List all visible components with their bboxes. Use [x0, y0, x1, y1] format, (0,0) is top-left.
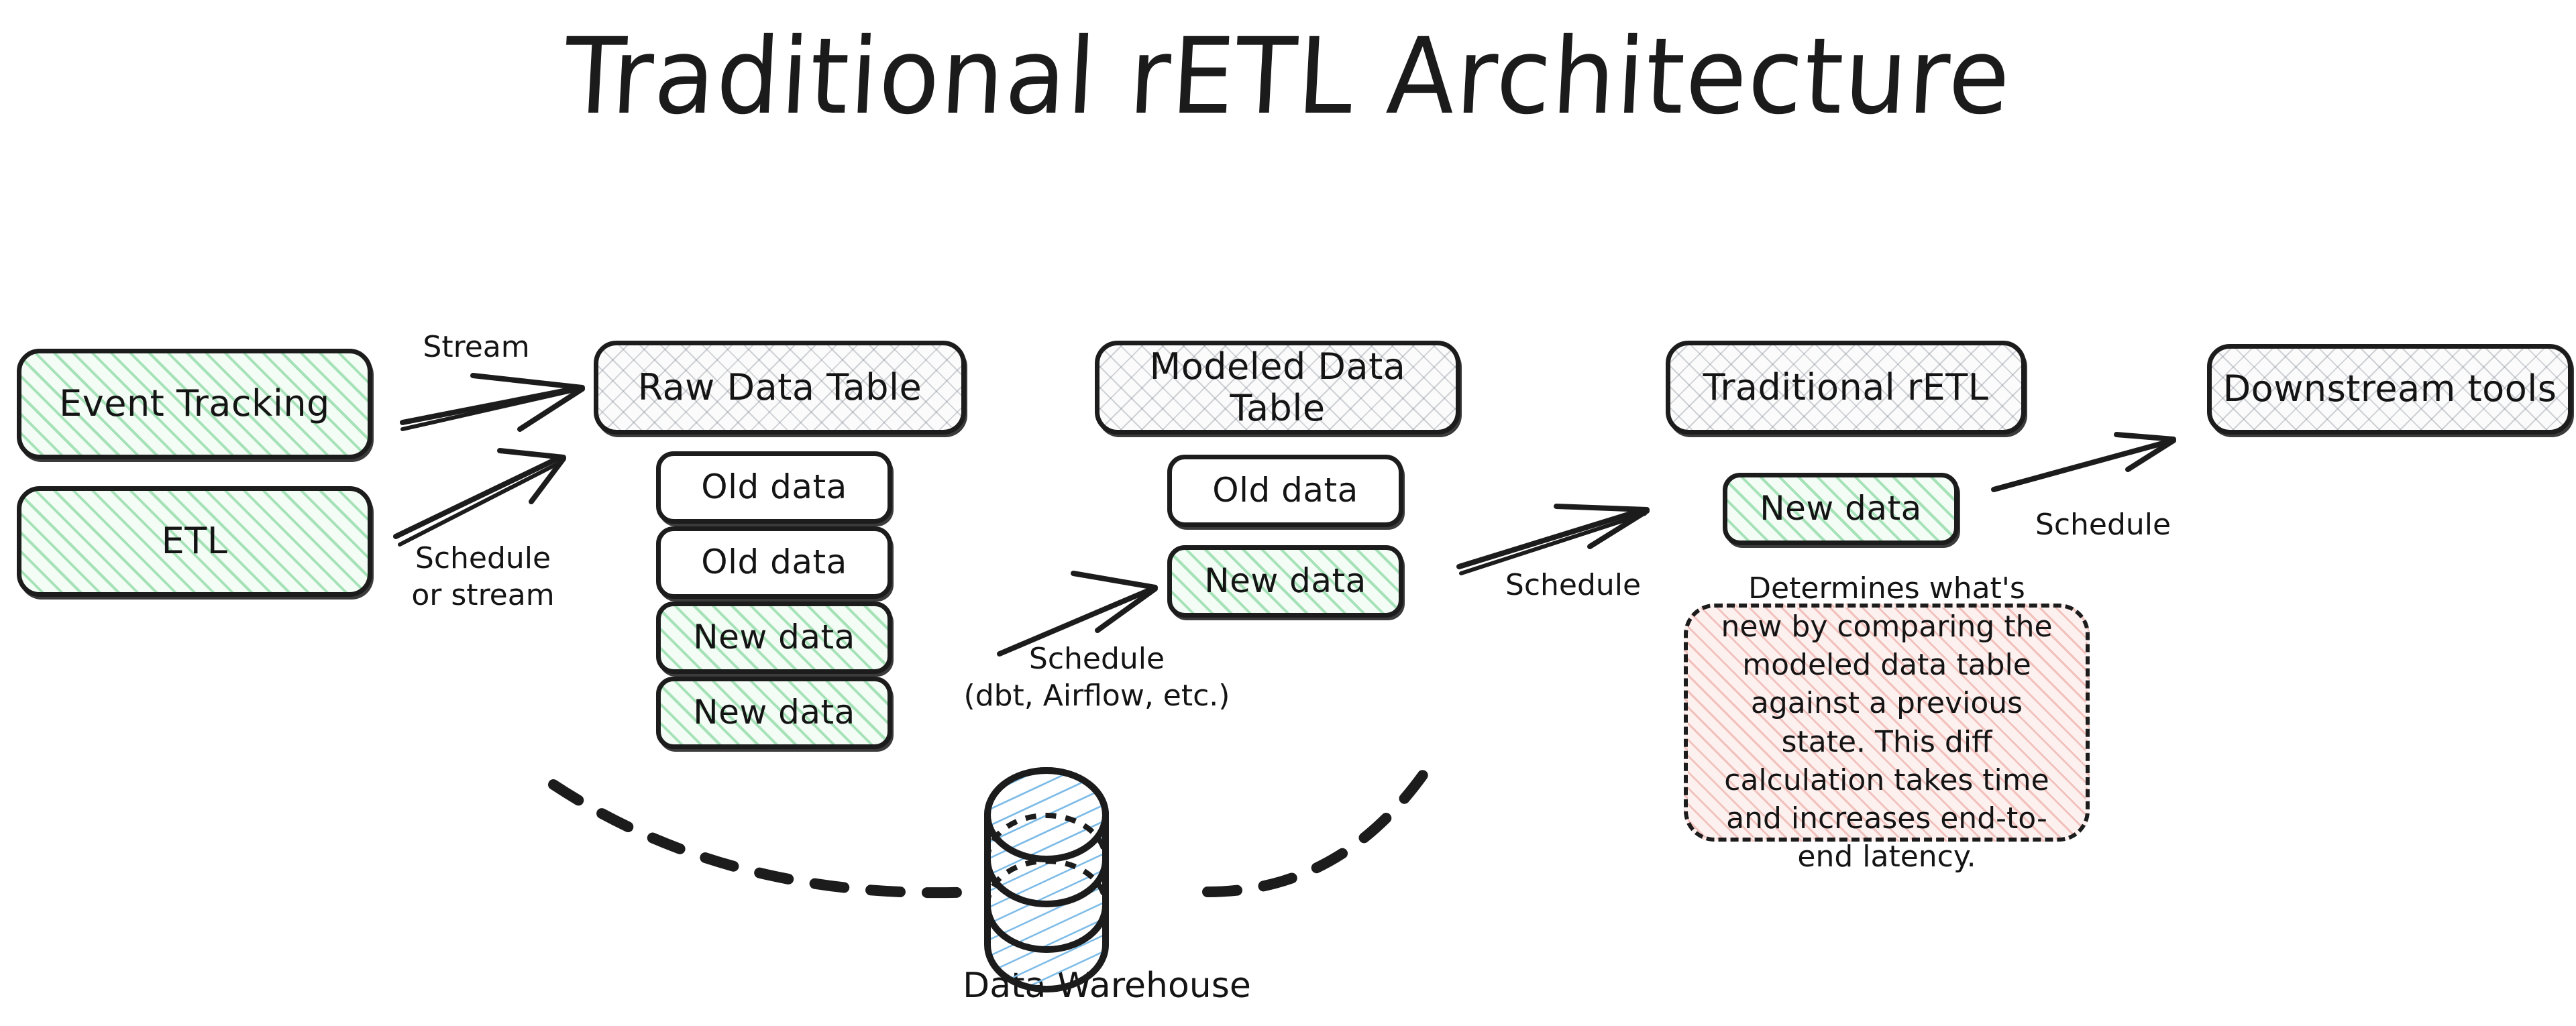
- node-label: Raw Data Table: [637, 365, 922, 408]
- node-label: Downstream tools: [2222, 367, 2557, 410]
- node-modeled-data-table[interactable]: Modeled Data Table: [1095, 341, 1460, 435]
- edge-label-schedule-downstream: Schedule: [2035, 508, 2171, 542]
- row-retl-new-data[interactable]: New data: [1723, 473, 1959, 545]
- row-label: New data: [1760, 489, 1922, 528]
- node-traditional-retl[interactable]: Traditional rETL: [1666, 341, 2026, 435]
- row-label: Old data: [701, 467, 847, 507]
- arrow-stream: [400, 373, 585, 432]
- edge-label-schedule-or-stream: Schedule or stream: [411, 541, 555, 612]
- row-raw-new-data-2[interactable]: New data: [656, 677, 892, 749]
- node-label: Traditional rETL: [1703, 365, 1989, 408]
- edge-label-schedule-dbt-airflow: Schedule (dbt, Airflow, etc.): [963, 642, 1230, 713]
- data-warehouse-label: Data Warehouse: [963, 966, 1251, 1006]
- arrow-schedule-retl: [1456, 504, 1650, 575]
- arrow-schedule-downstream: [1991, 432, 2176, 492]
- node-etl[interactable]: ETL: [17, 486, 372, 597]
- edge-label-stream: Stream: [423, 330, 530, 364]
- node-label: Event Tracking: [59, 382, 330, 425]
- row-label: New data: [1204, 561, 1366, 601]
- node-label: Modeled Data Table: [1149, 345, 1406, 429]
- dashed-link-raw-to-warehouse: [548, 779, 981, 899]
- note-text: Determines what's new by comparing the m…: [1721, 571, 2053, 874]
- row-label: New data: [693, 618, 855, 657]
- dashed-link-warehouse-to-modeled: [1202, 751, 1441, 897]
- data-warehouse-icon: [984, 767, 1109, 992]
- row-raw-old-data-1[interactable]: Old data: [656, 451, 892, 524]
- retl-diff-note: Determines what's new by comparing the m…: [1684, 571, 2090, 874]
- edge-label-schedule-retl: Schedule: [1505, 568, 1642, 602]
- row-label: Old data: [1212, 471, 1358, 510]
- row-modeled-old-data[interactable]: Old data: [1167, 455, 1403, 527]
- page-title: Traditional rETL Architecture: [561, 15, 2015, 138]
- arrow-schedule-or-stream: [393, 448, 566, 547]
- node-downstream-tools[interactable]: Downstream tools: [2207, 344, 2573, 435]
- row-modeled-new-data[interactable]: New data: [1167, 545, 1403, 618]
- node-label: ETL: [161, 520, 228, 563]
- row-label: Old data: [701, 543, 847, 582]
- node-raw-data-table[interactable]: Raw Data Table: [594, 341, 966, 435]
- row-raw-old-data-2[interactable]: Old data: [656, 526, 892, 599]
- row-raw-new-data-1[interactable]: New data: [656, 602, 892, 674]
- node-event-tracking[interactable]: Event Tracking: [17, 349, 372, 459]
- row-label: New data: [693, 693, 855, 732]
